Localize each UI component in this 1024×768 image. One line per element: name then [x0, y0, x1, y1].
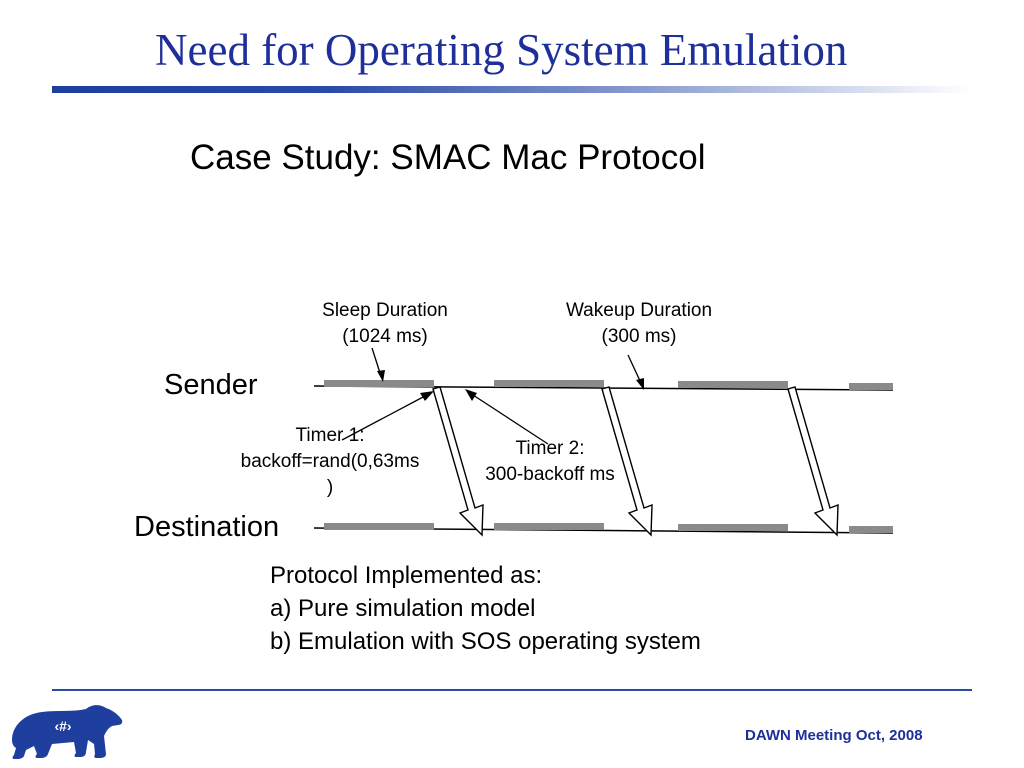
sender-awake-bar — [849, 383, 893, 390]
timer1-title: Timer 1: — [295, 425, 365, 446]
timer1-formula: backoff=rand(0,63ms — [240, 451, 420, 472]
page-number: ‹#› — [54, 718, 72, 734]
slide-subtitle: Case Study: SMAC Mac Protocol — [190, 138, 706, 177]
wakeup-duration-value: (300 ms) — [601, 326, 677, 347]
transmission-arrow — [787, 386, 839, 537]
sleep-pointer-arrow — [371, 347, 385, 382]
timer1-formula-end: ) — [326, 477, 334, 498]
transmission-arrow — [432, 386, 484, 537]
timer2-label: Timer 2: 300-backoff ms — [468, 436, 632, 488]
sleep-duration-value: (1024 ms) — [342, 326, 428, 347]
protocol-list: Protocol Implemented as: a) Pure simulat… — [270, 559, 701, 658]
transmission-arrow — [601, 386, 653, 537]
wakeup-pointer-arrow — [627, 354, 644, 390]
title-underline — [52, 86, 972, 93]
timer2-pointer-arrow — [465, 389, 549, 445]
footer-meeting-text: DAWN Meeting Oct, 2008 — [745, 727, 923, 744]
protocol-item-simulation: a) Pure simulation model — [270, 595, 536, 622]
destination-awake-bar — [324, 523, 434, 530]
footer-rule — [52, 689, 972, 691]
timer2-formula: 300-backoff ms — [485, 464, 615, 485]
sender-awake-bar — [324, 380, 434, 387]
timer1-label: Timer 1: backoff=rand(0,63ms ) — [214, 423, 446, 501]
wakeup-duration-text: Wakeup Duration — [565, 300, 713, 321]
timer2-title: Timer 2: — [515, 438, 585, 459]
sender-awake-bar — [678, 381, 788, 388]
protocol-heading: Protocol Implemented as: — [270, 562, 543, 589]
slide-title: Need for Operating System Emulation — [155, 25, 848, 75]
destination-label: Destination — [134, 511, 280, 543]
protocol-item-emulation: b) Emulation with SOS operating system — [270, 628, 701, 655]
destination-awake-bar — [494, 523, 604, 530]
destination-awake-bar — [849, 526, 893, 533]
timer1-pointer-arrow — [341, 391, 434, 441]
wakeup-duration-label: Wakeup Duration (300 ms) — [546, 298, 732, 350]
sender-awake-bar — [494, 380, 604, 387]
sleep-duration-text: Sleep Duration — [322, 300, 448, 321]
destination-awake-bar — [678, 524, 788, 531]
bear-logo-icon — [12, 705, 123, 759]
sender-label: Sender — [164, 369, 258, 401]
sleep-duration-label: Sleep Duration (1024 ms) — [300, 298, 470, 350]
